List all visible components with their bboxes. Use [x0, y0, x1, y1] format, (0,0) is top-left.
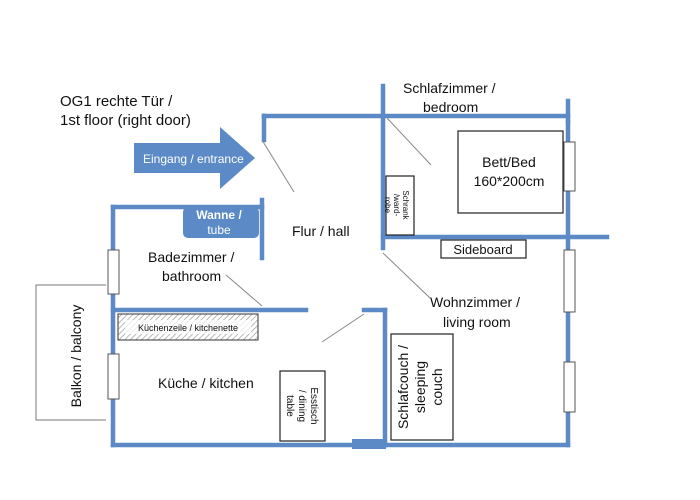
- couch-label-line2: sleeping: [412, 361, 428, 413]
- wardrobe-label-line1: Schrank: [401, 190, 410, 220]
- bathtub-label-line1: Wanne /: [196, 208, 242, 222]
- bathroom-label-line1: Badezimmer /: [148, 249, 234, 265]
- bathtub: Wanne / tube: [183, 207, 259, 238]
- living-room-label-line2: living room: [443, 314, 511, 330]
- couch-label-line1: Schlafcouch /: [395, 345, 411, 429]
- dining-table-label-line2: / dining: [296, 390, 307, 422]
- dining-table: Esstisch / dining table: [279, 370, 326, 442]
- kitchenette: Küchenzeile / kitchenette: [117, 313, 259, 341]
- bathtub-label-line2: tube: [207, 223, 231, 237]
- bedroom-label-line1: Schlafzimmer /: [403, 80, 496, 96]
- window-living-lower: [563, 361, 576, 413]
- plan-title-line2: 1st floor (right door): [60, 112, 191, 129]
- window-bathroom: [107, 249, 120, 295]
- wardrobe-label-line3: robe: [383, 197, 392, 214]
- wardrobe-label-line2: /ward-: [392, 194, 401, 217]
- balcony-label: Balkon / balcony: [68, 305, 84, 408]
- bed-label-line1: Bett/Bed: [482, 154, 536, 170]
- couch-label-line3: couch: [429, 368, 445, 405]
- door-swings: [225, 117, 432, 343]
- dining-table-label-line1: Esstisch: [308, 387, 319, 424]
- hall-label: Flur / hall: [292, 223, 350, 239]
- kitchen-label: Küche / kitchen: [158, 375, 254, 391]
- sideboard: Sideboard: [440, 239, 527, 259]
- window-living-upper: [563, 249, 576, 313]
- window-bedroom: [563, 141, 576, 192]
- sideboard-label: Sideboard: [453, 242, 512, 257]
- bed-label-line2: 160*200cm: [474, 173, 545, 189]
- window-kitchen: [107, 353, 120, 400]
- living-room-label-line1: Wohnzimmer /: [430, 294, 520, 310]
- bed: Bett/Bed 160*200cm: [457, 130, 564, 214]
- kitchenette-label: Küchenzeile / kitchenette: [138, 323, 238, 333]
- entrance-arrow: Eingang / entrance: [134, 127, 255, 189]
- windows: [107, 141, 576, 413]
- wardrobe: Schrank /ward- robe: [383, 175, 415, 236]
- balcony-outline: [35, 284, 106, 421]
- bathroom-label-line2: bathroom: [162, 268, 221, 284]
- bedroom-label-line2: bedroom: [423, 99, 478, 115]
- plan-title-line1: OG1 rechte Tür /: [60, 93, 173, 110]
- door-threshold: [352, 439, 386, 449]
- sleeping-couch: Schlafcouch / sleeping couch: [390, 333, 454, 441]
- entrance-label: Eingang / entrance: [143, 152, 244, 166]
- dining-table-label-line3: table: [284, 395, 295, 417]
